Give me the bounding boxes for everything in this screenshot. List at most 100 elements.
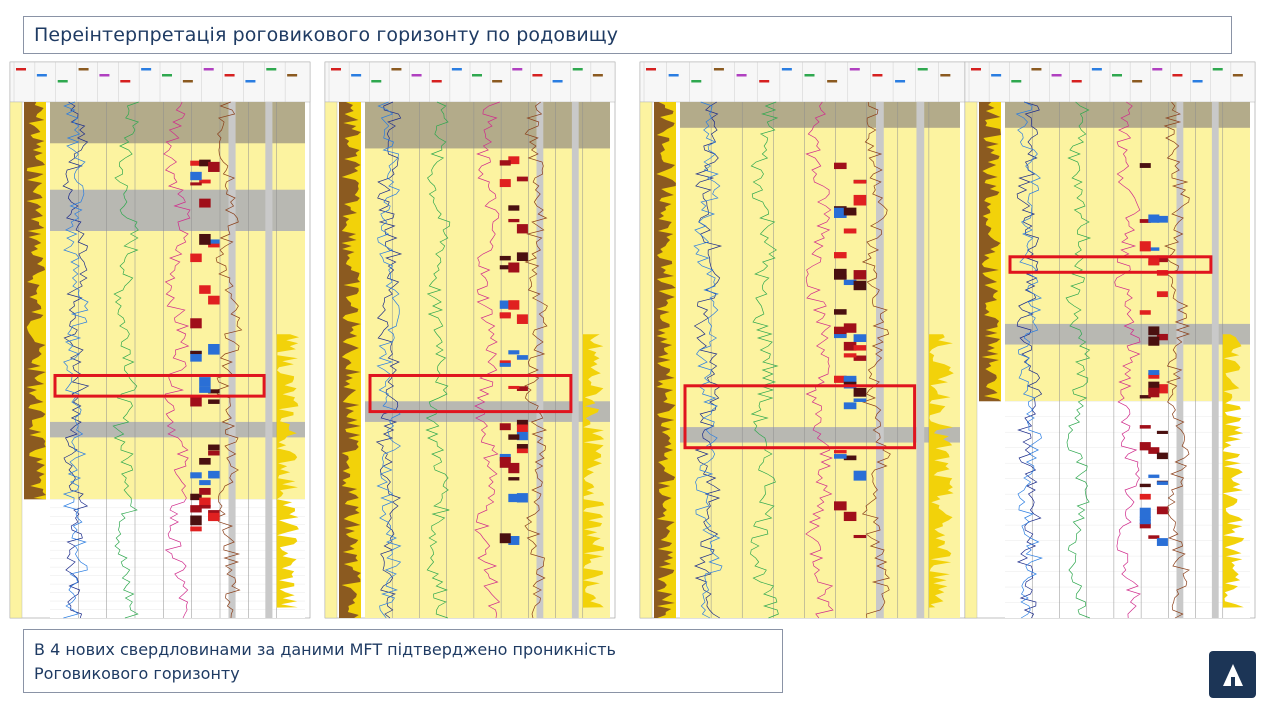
log-curve: [474, 101, 501, 619]
header-legend-swatch: [592, 74, 603, 77]
interpretation-block: [834, 454, 847, 459]
header-legend-swatch: [1051, 74, 1062, 77]
log-curve: [62, 101, 89, 619]
interpretation-block: [508, 385, 520, 389]
log-curve: [62, 101, 90, 619]
interpretation-block: [208, 444, 220, 451]
log-curve: [1114, 101, 1141, 619]
interpretation-block: [190, 396, 202, 407]
header-legend-swatch: [431, 80, 442, 83]
interpretation-block: [190, 171, 202, 181]
interpretation-block: [853, 470, 867, 481]
interpretation-block: [1139, 507, 1151, 518]
header-legend-swatch: [78, 68, 89, 71]
interpretation-block: [190, 160, 202, 166]
interpretation-block: [1148, 214, 1160, 223]
header-legend-swatch: [472, 74, 482, 77]
depth-track: [639, 101, 653, 619]
slide-title: Переінтерпретація роговикового горизонту…: [34, 24, 619, 46]
interpretation-block: [208, 389, 220, 394]
log-curve: [112, 101, 140, 619]
interpretation-block: [1156, 333, 1168, 341]
header-legend-swatch: [940, 74, 951, 77]
interpretation-block: [834, 375, 847, 383]
header-legend-swatch: [162, 74, 172, 77]
interpretation-block: [208, 239, 220, 244]
interpretation-block: [834, 162, 847, 170]
grey-track-column: [571, 102, 579, 618]
header-legend-swatch: [552, 80, 563, 83]
header-legend-swatch: [266, 68, 277, 71]
interpretation-block: [834, 268, 847, 280]
interpretation-block: [1139, 516, 1151, 521]
interpretation-block: [1156, 481, 1168, 485]
header-legend-swatch: [1212, 68, 1223, 71]
interpretation-block: [499, 265, 511, 270]
interpretation-block: [508, 434, 520, 440]
interpretation-block: [516, 444, 528, 449]
interpretation-block: [834, 207, 847, 218]
interpretation-block: [843, 279, 857, 286]
interpretation-block: [508, 300, 520, 310]
depth-track: [324, 101, 338, 619]
horizon-highlight-box: [368, 373, 573, 414]
grey-track-column: [916, 102, 925, 618]
interpretation-block: [208, 161, 220, 172]
interpretation-block: [508, 350, 520, 355]
interpretation-block: [853, 280, 867, 291]
log-curve: [750, 101, 779, 619]
depth-track: [964, 101, 978, 619]
interpretation-block: [508, 156, 520, 165]
log-curve: [861, 101, 891, 619]
header-legend-swatch: [36, 74, 47, 77]
header-legend-swatch: [331, 68, 341, 71]
header-legend-swatch: [16, 68, 26, 71]
header-legend-swatch: [917, 68, 928, 71]
horizon-highlight-box: [1008, 255, 1213, 274]
header-legend-swatch: [224, 74, 235, 77]
header-legend-swatch: [895, 80, 906, 83]
interpretation-block: [199, 504, 211, 509]
header-legend-swatch: [1091, 68, 1102, 71]
log-curve: [1016, 101, 1043, 619]
header-legend-swatch: [1011, 80, 1022, 83]
company-logo: [1209, 651, 1256, 698]
gamma-fill: [981, 102, 1001, 402]
header-legend-swatch: [141, 68, 152, 71]
interpretation-block: [516, 431, 528, 441]
gamma-fill-right: [276, 334, 300, 608]
interpretation-block: [834, 450, 847, 454]
horizon-highlight-box: [683, 384, 917, 450]
interpretation-block: [1148, 370, 1160, 375]
header-legend-swatch: [668, 74, 679, 77]
interpretation-block: [853, 345, 867, 351]
interpretation-block: [516, 314, 528, 324]
grey-band: [50, 189, 305, 231]
horizon-highlight-box: [53, 373, 266, 398]
interpretation-block: [190, 182, 202, 186]
interpretation-block: [1139, 425, 1151, 429]
header-legend-swatch: [804, 74, 815, 77]
caption-line-2: Роговикового горизонту: [34, 664, 240, 683]
header-legend-swatch: [203, 68, 214, 71]
interpretation-block: [516, 386, 528, 391]
header-legend-swatch: [371, 80, 382, 83]
interpretation-block: [1148, 474, 1160, 478]
interpretation-block: [499, 423, 511, 431]
interpretation-block: [1148, 373, 1160, 379]
interpretation-block: [843, 455, 857, 461]
header-legend-swatch: [1172, 74, 1183, 77]
interpretation-block: [199, 480, 211, 486]
header-legend-swatch: [736, 74, 747, 77]
interpretation-block: [199, 377, 211, 387]
interpretation-block: [853, 355, 867, 361]
header-legend-swatch: [182, 80, 193, 83]
interpretation-block: [199, 497, 211, 508]
log-curve: [805, 101, 834, 619]
interpretation-block: [190, 505, 202, 513]
header-legend-swatch: [391, 68, 402, 71]
interpretation-block: [1139, 519, 1151, 525]
log-curve: [1163, 101, 1191, 619]
interpretation-block: [1156, 506, 1168, 515]
